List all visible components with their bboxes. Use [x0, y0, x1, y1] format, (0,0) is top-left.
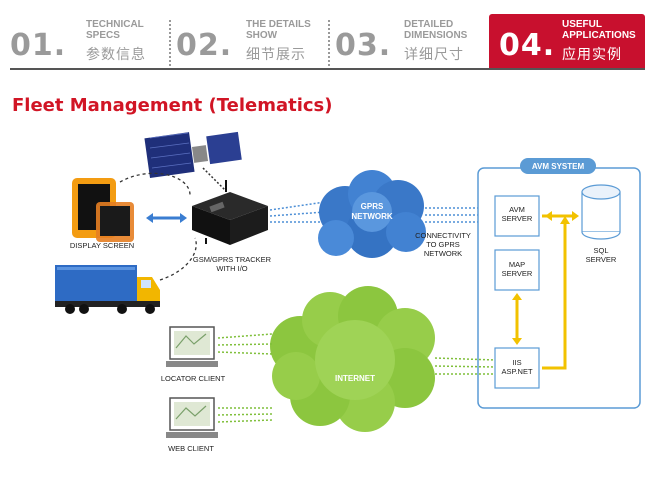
gps-tracker-device: [192, 180, 268, 245]
sql-database-icon: [581, 184, 621, 240]
tab-number: 03.: [335, 28, 392, 63]
tracker-label-line2: WITH I/O: [216, 264, 247, 273]
tab-label-en: USEFUL APPLICATIONS: [562, 19, 636, 41]
satellite-link: [202, 167, 226, 191]
map-server-label-line1: MAP: [509, 260, 525, 269]
web-client-label: WEB CLIENT: [168, 444, 214, 453]
iis-server-box: [494, 347, 540, 389]
tab-label-en: THE DETAILS SHOW: [246, 19, 311, 41]
display-screen-icon: [72, 178, 134, 242]
tab-label-en: DETAILED DIMENSIONS: [404, 19, 468, 41]
tab-details-show[interactable]: 02. THE DETAILS SHOW 细节展示: [176, 14, 324, 68]
gprs-avm-link: [425, 207, 478, 223]
tab-label-cn: 参数信息: [86, 47, 146, 63]
tab-number: 01.: [10, 28, 67, 63]
link-truck-tracker: [159, 237, 197, 281]
avm-server-label-line1: AVM: [509, 205, 525, 214]
connectivity-label-line3: NETWORK: [424, 249, 462, 258]
sql-label-line1: SQL: [593, 246, 608, 255]
locator-client-icon: [166, 326, 218, 367]
avm-server-box: [494, 195, 540, 237]
internet-label: INTERNET: [335, 374, 375, 383]
locator-internet-link: [217, 333, 273, 355]
tab-bar: 01. TECHNICAL SPECS 参数信息 02. THE DETAILS…: [10, 14, 645, 70]
gprs-network-cloud: [318, 170, 426, 258]
connectivity-label-line1: CONNECTIVITY: [415, 231, 471, 240]
tracker-gprs-signal: [269, 201, 326, 223]
tab-useful-applications[interactable]: 04. USEFUL APPLICATIONS 应用实例: [489, 14, 645, 68]
map-server-box: [494, 249, 540, 291]
tab-number: 02.: [176, 28, 233, 63]
fleet-management-diagram: DISPLAY SCREEN GSM/GPRS TRACKER WITH I/O: [55, 131, 641, 453]
section-title: Fleet Management (Telematics): [12, 95, 333, 116]
web-client-icon: [166, 397, 218, 438]
internet-iis-link: [434, 357, 496, 375]
tab-label-cn: 详细尺寸: [404, 47, 464, 63]
tab-separator: [328, 20, 330, 66]
tab-separator: [169, 20, 171, 66]
bidirectional-arrow-icon: [146, 213, 187, 223]
tab-label-cn: 应用实例: [562, 47, 622, 63]
truck-icon: [55, 265, 160, 314]
tracker-label-line1: GSM/GPRS TRACKER: [193, 255, 272, 264]
gprs-label-line2: NETWORK: [351, 212, 393, 221]
tab-label-cn: 细节展示: [246, 47, 306, 63]
iis-label-line1: IIS: [512, 358, 521, 367]
iis-label-line2: ASP.NET: [501, 367, 533, 376]
avm-server-label-line2: SERVER: [502, 214, 533, 223]
tab-detailed-dimensions[interactable]: 03. DETAILED DIMENSIONS 详细尺寸: [335, 14, 483, 68]
tab-technical-specs[interactable]: 01. TECHNICAL SPECS 参数信息: [10, 14, 165, 68]
connectivity-label-line2: TO GPRS: [426, 240, 460, 249]
gprs-label-line1: GPRS: [361, 202, 384, 211]
tab-number: 04.: [499, 28, 556, 63]
internet-cloud: [270, 286, 435, 432]
avm-system-label: AVM SYSTEM: [532, 162, 585, 171]
tab-label-en: TECHNICAL SPECS: [86, 19, 144, 41]
locator-client-label: LOCATOR CLIENT: [161, 374, 226, 383]
satellite-icon: [144, 131, 242, 179]
map-server-label-line2: SERVER: [502, 269, 533, 278]
sql-label-line2: SERVER: [586, 255, 617, 264]
tab-bar-underline: [10, 68, 645, 70]
web-client-internet-link: [217, 407, 273, 423]
display-screen-label: DISPLAY SCREEN: [70, 241, 134, 250]
avm-connectors: [512, 211, 579, 370]
